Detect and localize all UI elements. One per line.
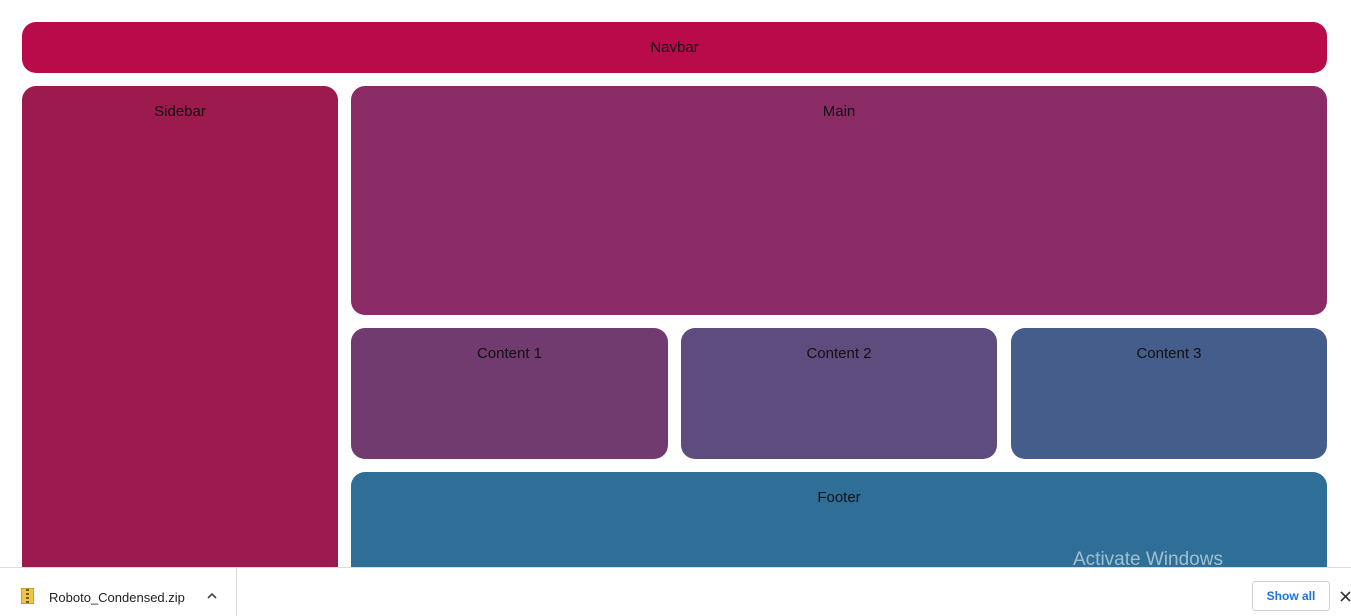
content-1-label: Content 1 xyxy=(476,345,543,362)
download-item[interactable]: Roboto_Condensed.zip xyxy=(0,568,237,616)
download-file-name: Roboto_Condensed.zip xyxy=(49,590,185,605)
main-box: Main xyxy=(351,86,1327,315)
download-bar: Roboto_Condensed.zip Show all xyxy=(0,567,1351,616)
zip-file-icon xyxy=(21,588,34,604)
footer-label: Footer xyxy=(817,489,861,506)
chevron-up-icon[interactable] xyxy=(204,588,220,604)
sidebar-label: Sidebar xyxy=(154,103,206,120)
navbar-label: Navbar xyxy=(650,39,699,56)
close-icon[interactable] xyxy=(1338,589,1351,603)
content-1-box: Content 1 xyxy=(351,328,668,459)
content-3-label: Content 3 xyxy=(1136,345,1202,362)
navbar-box: Navbar xyxy=(22,22,1327,73)
content-2-label: Content 2 xyxy=(806,345,872,362)
main-label: Main xyxy=(822,103,856,120)
content-3-box: Content 3 xyxy=(1011,328,1327,459)
show-all-button[interactable]: Show all xyxy=(1252,581,1330,611)
content-2-box: Content 2 xyxy=(681,328,997,459)
sidebar-box: Sidebar xyxy=(22,86,338,606)
